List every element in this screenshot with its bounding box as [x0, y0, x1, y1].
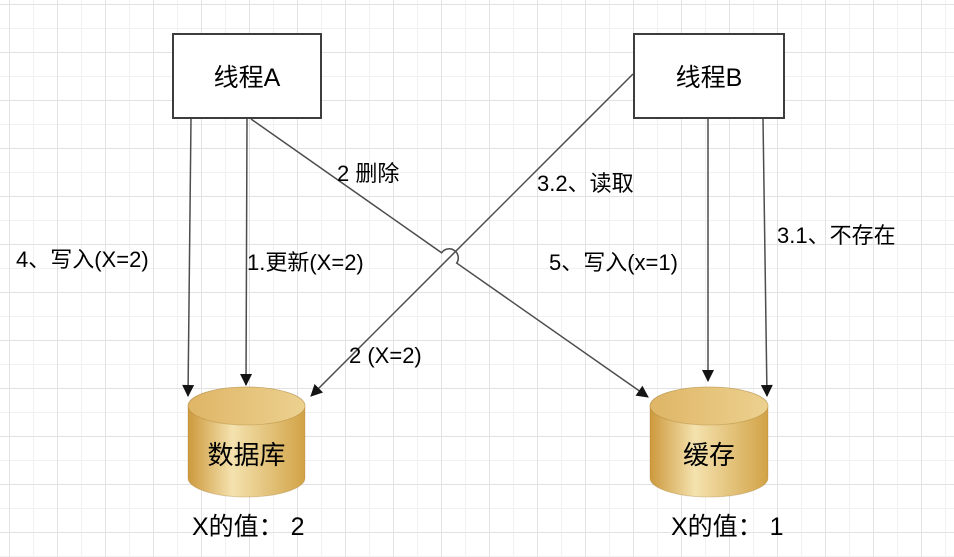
database-label: 数据库: [207, 440, 286, 470]
thread-a-label: 线程A: [213, 64, 281, 92]
edge-label-delete-cache: 2 删除: [337, 161, 400, 186]
cache-cylinder: [649, 386, 769, 498]
cache-cylinder-top: [649, 386, 769, 426]
edge-label-read-result: 2 (X=2): [349, 343, 422, 368]
edge-label-write-cache: 5、写入(x=1): [549, 250, 678, 275]
thread-b-label: 线程B: [675, 64, 743, 92]
edge-label-write-db: 4、写入(X=2): [16, 247, 149, 272]
database-cylinder: [187, 386, 306, 498]
edge-label-cache-miss: 3.1、不存在: [777, 223, 896, 248]
edge-label-update-db: 1.更新(X=2): [247, 250, 364, 275]
cache-label: 缓存: [682, 440, 735, 470]
database-value-label: X的值： 2: [192, 513, 305, 541]
database-cylinder-top: [187, 386, 306, 426]
edge-label-read-db: 3.2、读取: [537, 171, 634, 196]
thread-a-node: 线程A: [172, 33, 322, 119]
thread-b-node: 线程B: [633, 33, 785, 119]
edge-threadA-delete-cache: [250, 118, 649, 398]
edge-threadA-write-database: [182, 118, 195, 397]
edge-threadB-read-database: [310, 73, 634, 397]
edge-threadA-update-database: [240, 118, 253, 386]
cache-value-label: X的值： 1: [671, 513, 784, 541]
edge-threadB-cache-miss: [760, 118, 773, 397]
